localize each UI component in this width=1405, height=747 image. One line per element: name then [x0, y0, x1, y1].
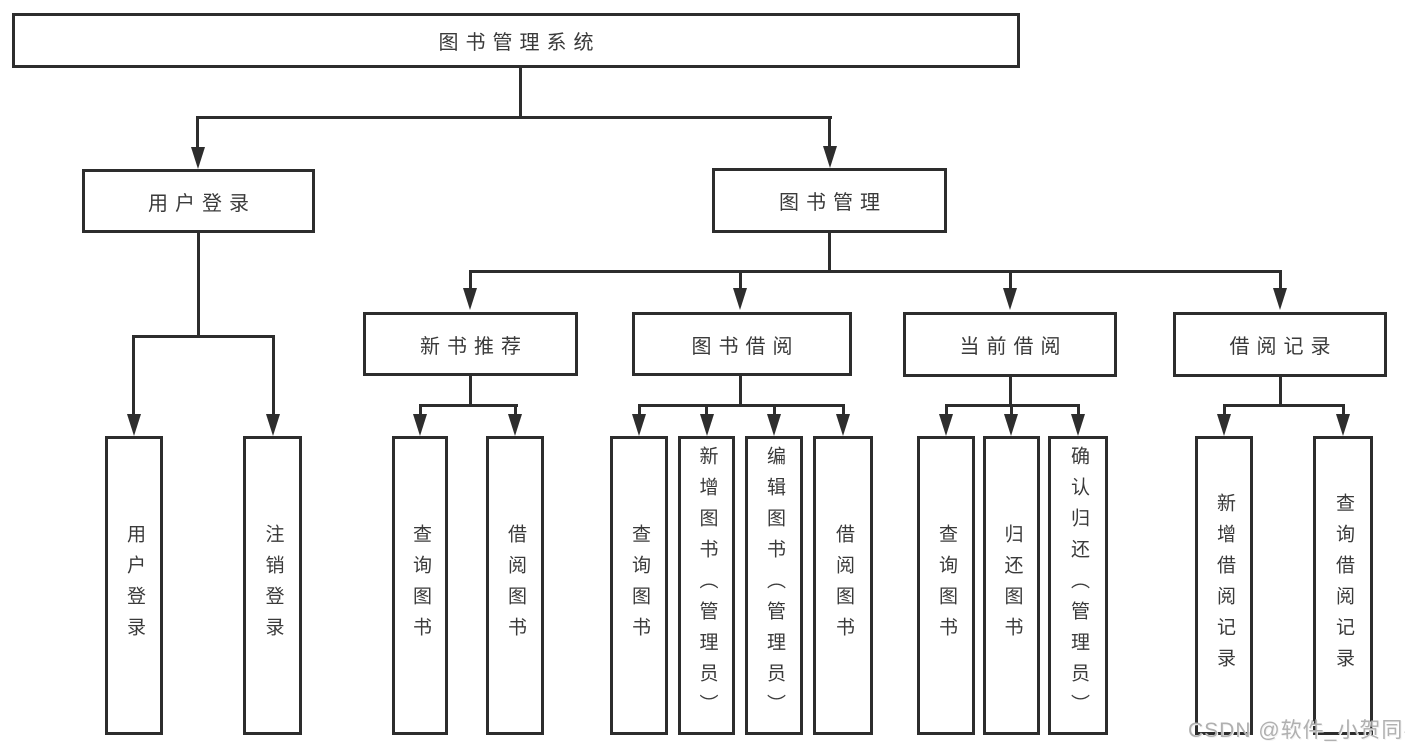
connector-recommend-bar: [419, 404, 518, 407]
arrowhead: [1004, 414, 1018, 436]
arrowhead: [632, 414, 646, 436]
connector-drop: [705, 404, 708, 416]
node-root: 图书管理系统: [12, 13, 1020, 68]
connector-drop: [638, 404, 641, 416]
connector-drop-records: [1279, 270, 1282, 288]
arrowhead: [508, 414, 522, 436]
connector-drop-login: [132, 335, 135, 415]
node-book-borrow-label: 图书借阅: [691, 335, 800, 358]
connector-drop: [419, 404, 422, 416]
arrowhead-recommend: [463, 288, 477, 310]
arrowhead: [1071, 414, 1085, 436]
connector-user-bar: [132, 335, 275, 338]
node-borrow-records-label: 借阅记录: [1229, 336, 1338, 358]
arrowhead-current: [1003, 288, 1017, 310]
leaf-label: 归还图书: [1001, 523, 1023, 648]
arrowhead-logout: [266, 414, 280, 436]
node-user-login-label: 用户登录: [148, 192, 256, 215]
leaf-label: 编辑图书（管理员）: [763, 446, 785, 725]
connector-user-stem: [197, 233, 200, 337]
connector-current-stem: [1009, 377, 1012, 406]
arrowhead-book-mgmt: [823, 146, 837, 168]
node-current-borrow: 当前借阅: [903, 312, 1117, 377]
connector-mgmt-stem: [828, 233, 831, 273]
node-book-mgmt: 图书管理: [712, 168, 947, 233]
connector-level2-bar: [197, 116, 832, 119]
arrowhead-records: [1273, 288, 1287, 310]
arrowhead-user-login: [191, 147, 205, 169]
leaf-label: 查询图书: [628, 523, 650, 648]
connector-root-stem: [519, 68, 522, 118]
node-book-borrow: 图书借阅: [632, 312, 852, 376]
arrowhead: [836, 414, 850, 436]
connector-drop-borrow: [739, 270, 742, 288]
connector-drop: [514, 404, 517, 416]
arrowhead: [1336, 414, 1350, 436]
leaf-add-borrow-record: 新增借阅记录: [1195, 436, 1253, 735]
leaf-query-borrow-record: 查询借阅记录: [1313, 436, 1373, 735]
arrowhead: [413, 414, 427, 436]
leaf-label: 新增借阅记录: [1213, 492, 1235, 679]
connector-drop: [773, 404, 776, 416]
node-new-book-recommend: 新书推荐: [363, 312, 578, 376]
node-book-mgmt-label: 图书管理: [779, 192, 887, 214]
arrowhead-login: [127, 414, 141, 436]
node-current-borrow-label: 当前借阅: [959, 336, 1068, 358]
arrowhead: [939, 414, 953, 436]
leaf-add-books-admin: 新增图书（管理员）: [678, 436, 735, 735]
connector-drop: [1342, 404, 1345, 416]
leaf-label: 新增图书（管理员）: [696, 446, 718, 725]
arrowhead: [1217, 414, 1231, 436]
node-root-label: 图书管理系统: [438, 32, 601, 54]
connector-drop: [842, 404, 845, 416]
leaf-label: 注销登录: [262, 523, 284, 648]
leaf-label: 查询图书: [935, 523, 957, 648]
connector-records-stem: [1279, 377, 1282, 406]
leaf-label: 用户登录: [123, 523, 145, 648]
leaf-confirm-return-admin: 确认归还（管理员）: [1048, 436, 1108, 735]
csdn-watermark: CSDN @软件_小贺同学: [1188, 719, 1405, 742]
leaf-label: 确认归还（管理员）: [1067, 446, 1089, 725]
leaf-user-login: 用户登录: [105, 436, 163, 735]
connector-drop-current: [1009, 270, 1012, 288]
leaf-borrow-query-books: 查询图书: [610, 436, 668, 735]
connector-borrow-stem: [739, 376, 742, 406]
connector-drop: [1077, 404, 1080, 416]
connector-records-bar: [1223, 404, 1345, 407]
arrowhead: [700, 414, 714, 436]
leaf-recommend-borrow-books: 借阅图书: [486, 436, 544, 735]
leaf-label: 查询借阅记录: [1332, 492, 1354, 679]
arrowhead-borrow: [733, 288, 747, 310]
connector-drop: [1010, 404, 1013, 416]
connector-drop: [1223, 404, 1226, 416]
connector-drop-logout: [272, 335, 275, 415]
connector-level3-bar: [469, 270, 1282, 273]
connector-borrow-bar: [638, 404, 845, 407]
node-borrow-records: 借阅记录: [1173, 312, 1387, 377]
leaf-label: 借阅图书: [832, 523, 854, 648]
connector-recommend-stem: [469, 376, 472, 406]
leaf-logout: 注销登录: [243, 436, 302, 735]
leaf-label: 查询图书: [409, 523, 431, 648]
connector-drop-user-login: [196, 116, 199, 148]
leaf-current-query-books: 查询图书: [917, 436, 975, 735]
node-new-book-recommend-label: 新书推荐: [420, 335, 528, 358]
connector-drop-recommend: [469, 270, 472, 288]
leaf-label: 借阅图书: [504, 523, 526, 648]
leaf-borrow-books: 借阅图书: [813, 436, 873, 735]
connector-drop: [945, 404, 948, 416]
leaf-recommend-query-books: 查询图书: [392, 436, 448, 735]
node-user-login: 用户登录: [82, 169, 315, 233]
leaf-return-books: 归还图书: [983, 436, 1040, 735]
connector-drop-book-mgmt: [828, 116, 831, 148]
arrowhead: [767, 414, 781, 436]
leaf-edit-books-admin: 编辑图书（管理员）: [745, 436, 803, 735]
